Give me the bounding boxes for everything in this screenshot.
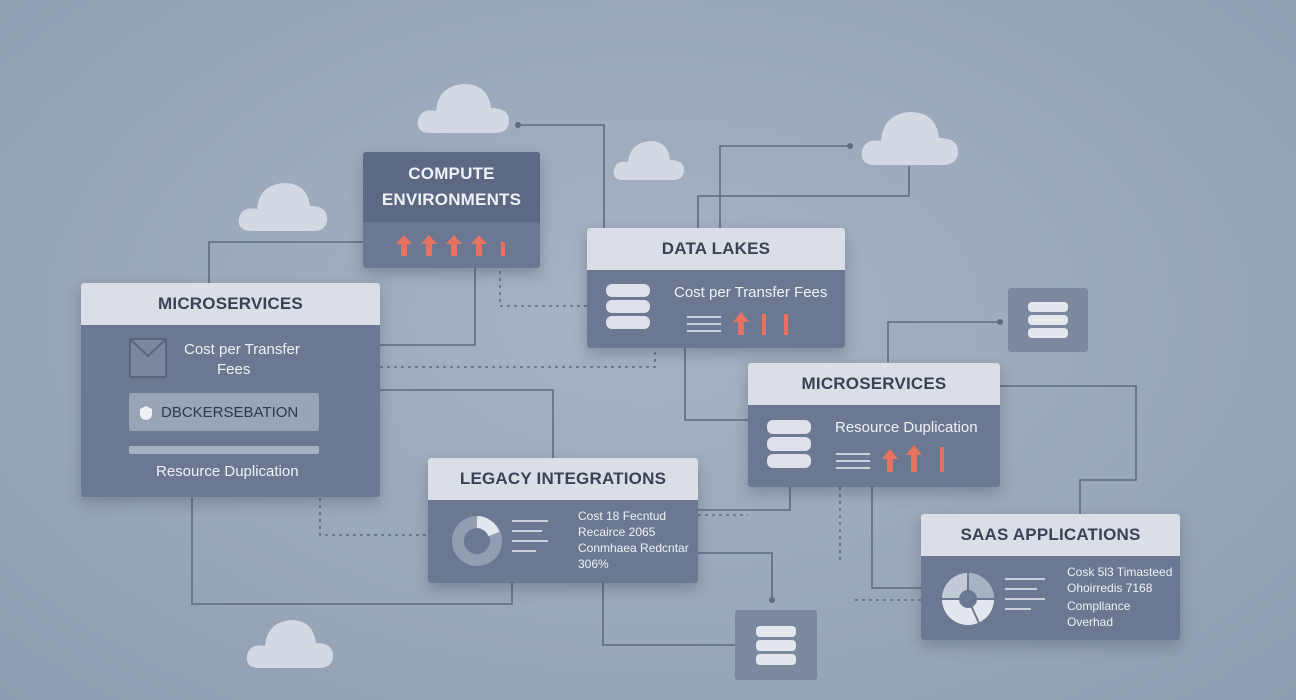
card-title: SAAS APPLICATIONS xyxy=(960,525,1141,544)
bar-lines-icon xyxy=(1005,578,1045,610)
card-data-lakes: DATA LAKES Cost per Transfer Fees xyxy=(587,228,845,348)
stat-text-3: Compllance xyxy=(1067,599,1131,613)
card-saas-applications: SAAS APPLICATIONS Cosk 5l3 Timasteed Oho… xyxy=(921,514,1180,640)
cloud-icon xyxy=(613,141,685,180)
card-microservices-left: MICROSERVICES Cost per Transfer Fees DBC… xyxy=(81,283,380,497)
card-header: MICROSERVICES xyxy=(81,283,380,325)
cloud-icon xyxy=(246,620,334,668)
status-badge: DBCKERSEBATION xyxy=(129,393,319,431)
card-title: LEGACY INTEGRATIONS xyxy=(459,469,667,488)
shield-icon xyxy=(140,406,152,420)
badge-label: DBCKERSEBATION xyxy=(161,404,299,421)
card-legacy-integrations: LEGACY INTEGRATIONS Cost 18 Fecntud Reca… xyxy=(428,458,698,583)
cloud-icon xyxy=(417,84,510,133)
footer-label: Resource Duplication xyxy=(156,463,299,480)
card-header: DATA LAKES xyxy=(587,228,845,270)
card-title-line1: COMPUTE xyxy=(408,164,495,183)
card-header: COMPUTE ENVIRONMENTS xyxy=(363,152,540,222)
stat-text-2: Ohoirredis 7168 xyxy=(1067,581,1153,595)
stat-text-4: Overhad xyxy=(1067,615,1114,629)
database-icon xyxy=(1028,302,1068,338)
envelope-icon xyxy=(129,338,167,378)
stat-text-4: 306% xyxy=(578,557,609,571)
card-title: DATA LAKES xyxy=(661,239,771,258)
arrow-up-icon xyxy=(396,235,505,256)
card-header: MICROSERVICES xyxy=(748,363,1000,405)
bar-lines-icon xyxy=(687,312,788,335)
bar-lines-icon xyxy=(512,520,548,552)
database-icon xyxy=(767,420,811,468)
stat-text-1: Cost 18 Fecntud xyxy=(578,509,667,523)
metric-label-line1: Cost per Transfer xyxy=(184,341,300,358)
database-icon xyxy=(606,284,650,329)
database-tile xyxy=(735,610,817,680)
cloud-icon xyxy=(861,112,959,165)
metric-label: Cost per Transfer Fees xyxy=(674,284,828,301)
card-microservices-right: MICROSERVICES Resource Duplication xyxy=(748,363,1000,487)
metric-label-line2: Fees xyxy=(217,361,251,378)
stat-text-3: Conmhaea Redcntar xyxy=(578,541,689,555)
database-icon xyxy=(756,626,796,665)
stat-text-2: Recairce 2065 xyxy=(578,525,656,539)
pie-chart-icon xyxy=(942,573,994,625)
divider-bar xyxy=(129,446,319,454)
card-title-line2: ENVIRONMENTS xyxy=(381,190,522,209)
stat-text-1: Cosk 5l3 Timasteed xyxy=(1067,565,1173,579)
card-header: LEGACY INTEGRATIONS xyxy=(428,458,698,500)
donut-chart-icon xyxy=(452,516,502,566)
card-header: SAAS APPLICATIONS xyxy=(921,514,1180,556)
metric-label: Resource Duplication xyxy=(835,419,978,436)
card-title: MICROSERVICES xyxy=(158,294,303,313)
database-tile xyxy=(1008,288,1088,352)
card-title: MICROSERVICES xyxy=(801,374,947,393)
bar-lines-icon xyxy=(836,445,944,472)
card-compute-environments: COMPUTE ENVIRONMENTS xyxy=(363,152,540,268)
cloud-icon xyxy=(238,183,328,231)
